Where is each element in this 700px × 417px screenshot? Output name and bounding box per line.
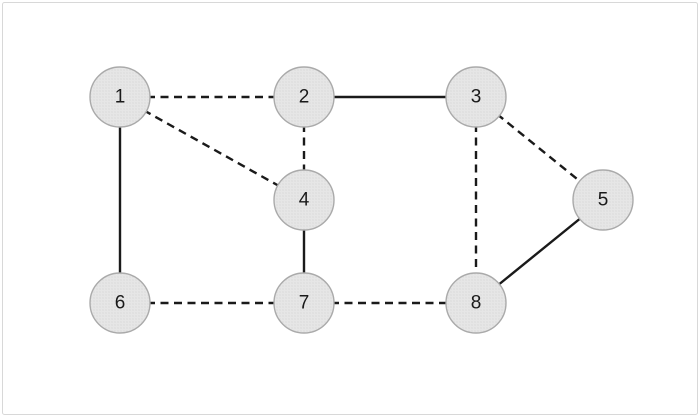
node-label: 7 — [299, 293, 310, 314]
graph-node-5: 5 — [572, 169, 634, 231]
node-label: 2 — [299, 87, 310, 108]
node-circle — [89, 272, 151, 334]
node-circle — [445, 66, 507, 128]
graph-node-6: 6 — [89, 272, 151, 334]
edge-1-4-dashed — [119, 95, 305, 202]
edges-layer — [118, 95, 604, 305]
graph-node-4: 4 — [273, 169, 335, 231]
node-circle — [572, 169, 634, 231]
graph-node-7: 7 — [273, 272, 335, 334]
node-label: 4 — [299, 190, 310, 211]
node-label: 8 — [471, 293, 482, 314]
node-circle — [273, 169, 335, 231]
node-circle — [89, 66, 151, 128]
graph-node-1: 1 — [89, 66, 151, 128]
node-circle — [445, 272, 507, 334]
node-circle — [273, 272, 335, 334]
node-circle — [273, 66, 335, 128]
node-label: 1 — [115, 87, 126, 108]
graph-node-2: 2 — [273, 66, 335, 128]
nodes-layer: 1 2 3 4 5 6 7 8 — [89, 66, 634, 334]
graph-node-3: 3 — [445, 66, 507, 128]
node-label: 6 — [115, 293, 126, 314]
node-label: 3 — [471, 87, 482, 108]
graph-node-8: 8 — [445, 272, 507, 334]
node-label: 5 — [598, 190, 609, 211]
